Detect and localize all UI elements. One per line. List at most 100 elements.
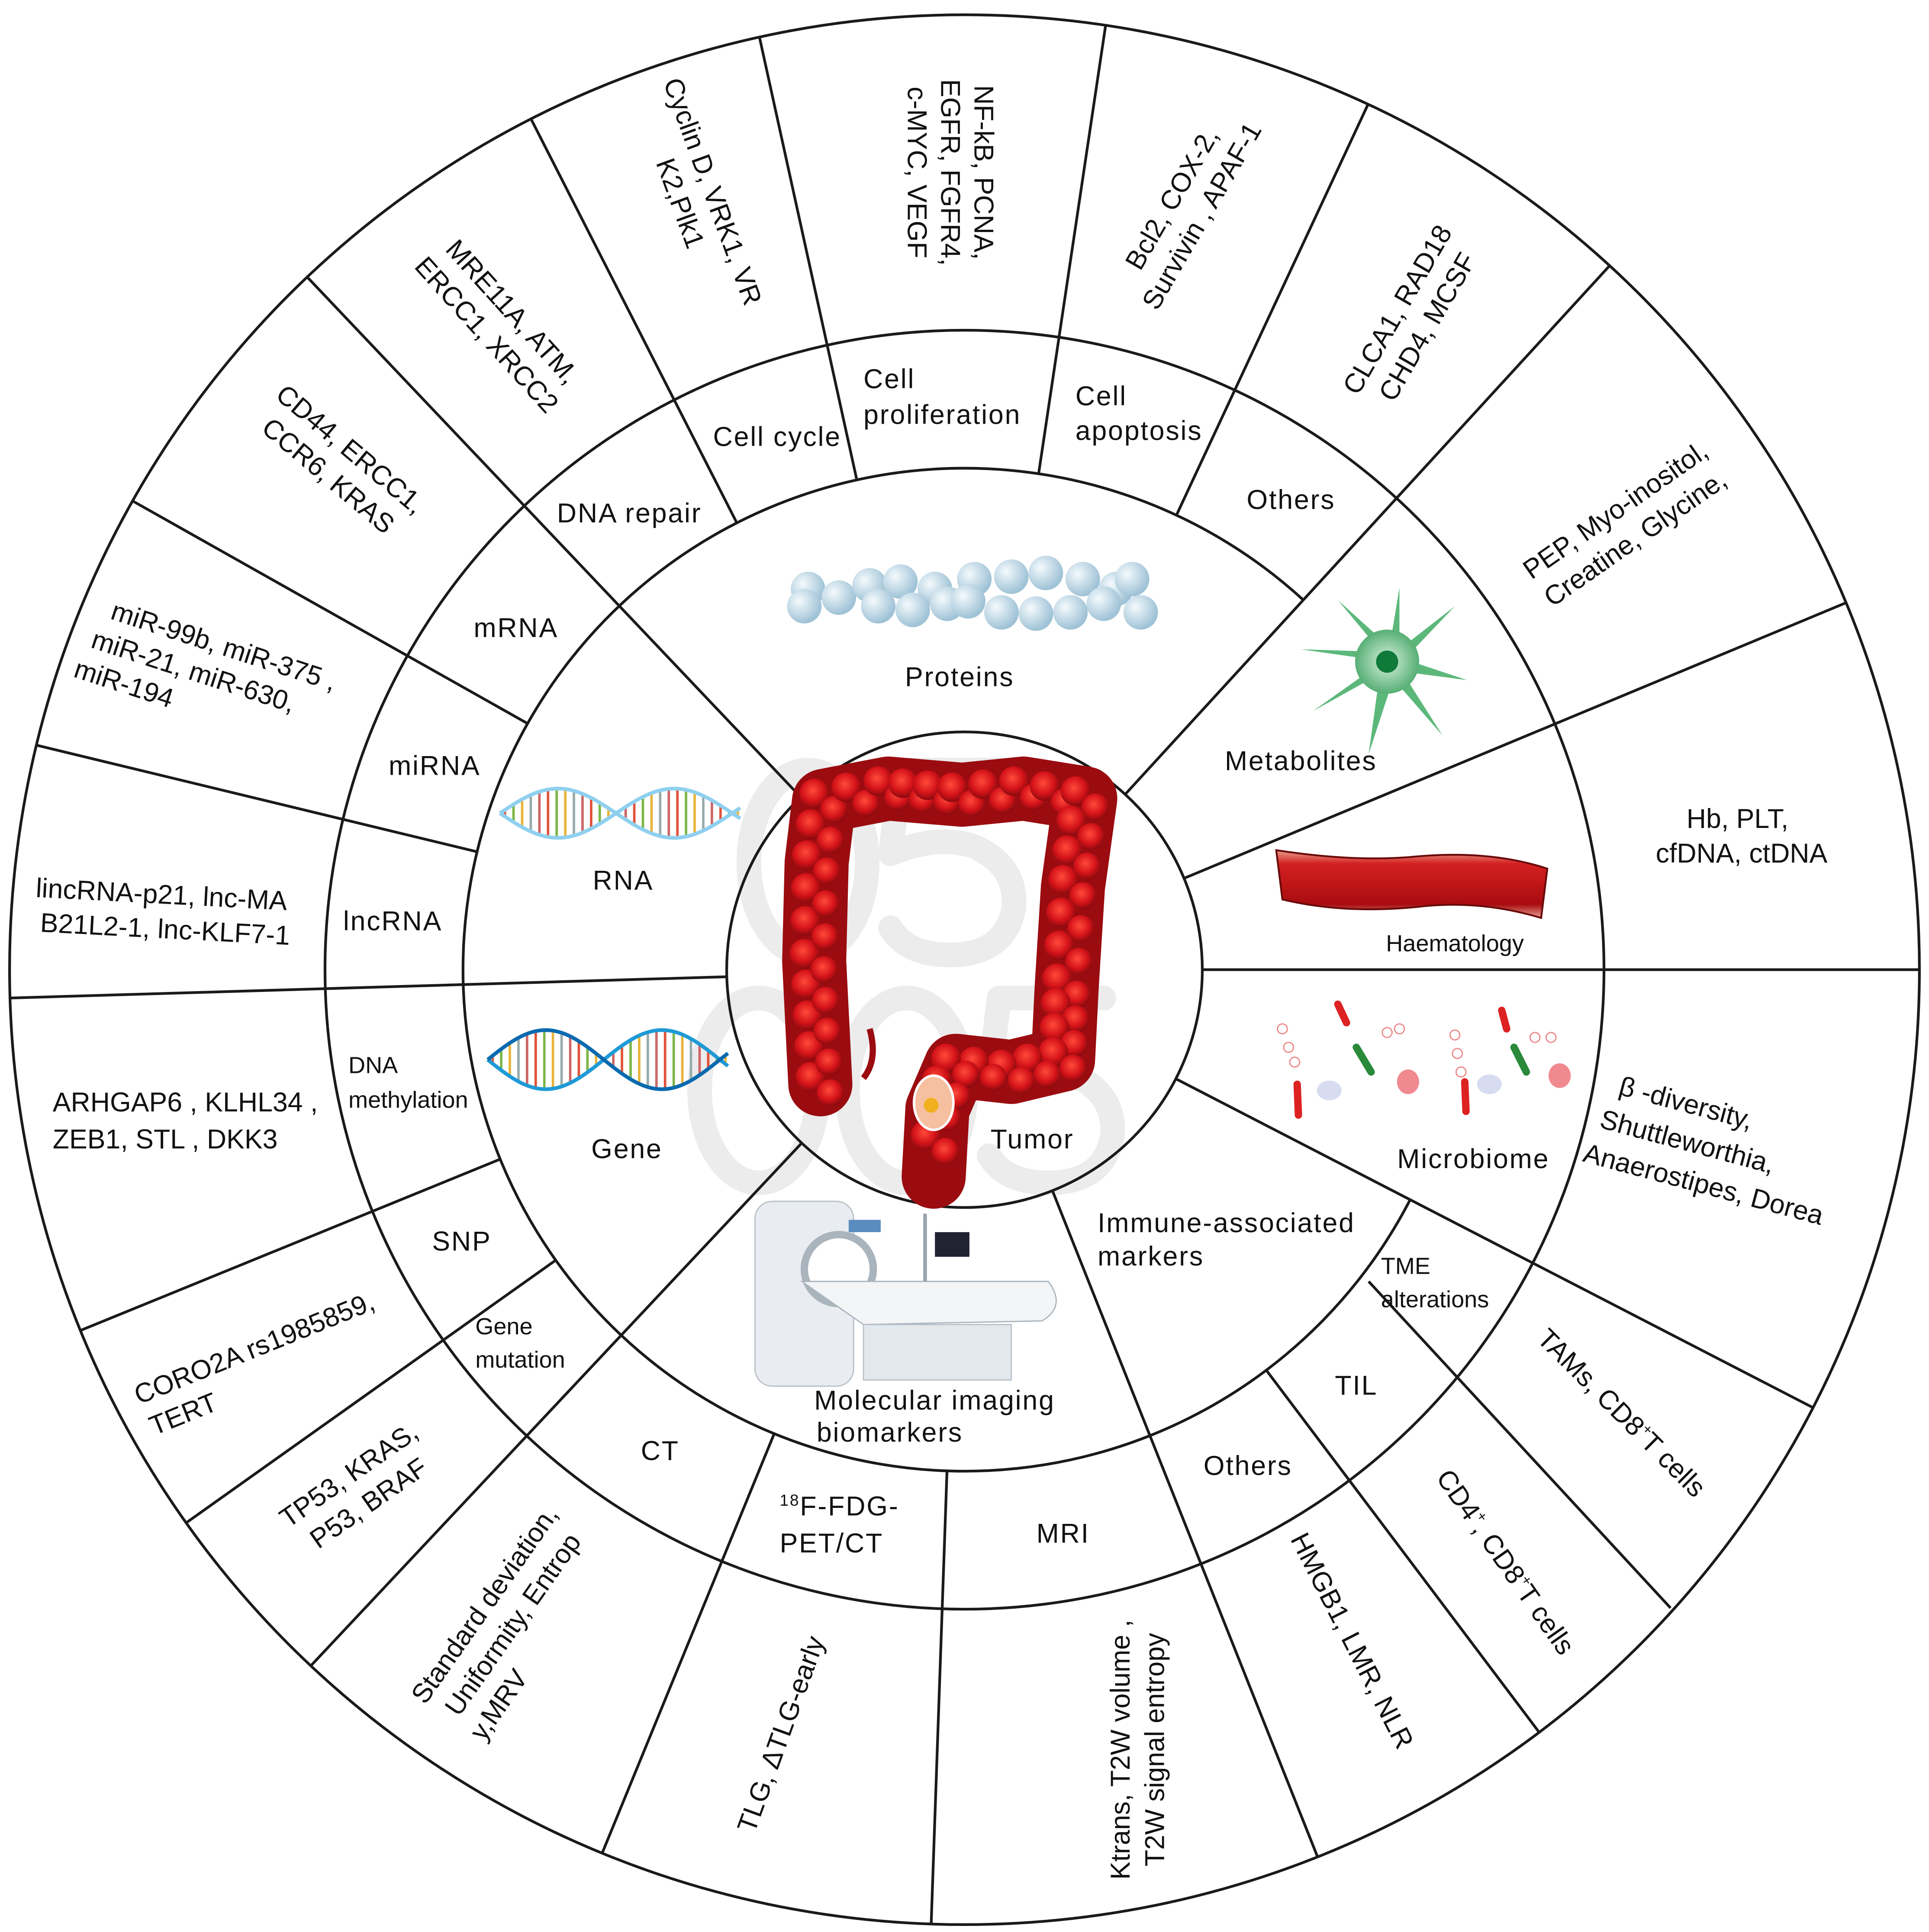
markers-lncrna: lincRNA-p21, lnc-MAB21L2-1, lnc-KLF7-1 <box>33 873 293 951</box>
helix-strand <box>486 1028 729 1091</box>
colon-haustrum <box>799 779 829 808</box>
sub-dna-repair: DNA repair <box>557 498 702 528</box>
colon-haustrum <box>912 770 943 800</box>
markers-mirna: miR-99b, miR-375 ,miR-21, miR-630,miR-19… <box>71 590 340 760</box>
sub-immune-others: Others <box>1204 1451 1292 1481</box>
svg-text:TAMs, CD8+T cells: TAMs, CD8+T cells <box>1531 1323 1711 1503</box>
svg-text:Ktrans, T2W volume ,T2W signal: Ktrans, T2W volume ,T2W signal entropy <box>1105 1620 1170 1880</box>
sub-mirna: miRNA <box>389 751 481 781</box>
wheel-grid-lines <box>8 13 1921 1926</box>
colon-haustrum <box>811 923 839 950</box>
svg-text:Standard deviation,Uniformity,: Standard deviation,Uniformity, Entropy,M… <box>405 1500 620 1748</box>
colon-haustrum <box>1042 963 1072 993</box>
markers-gene-mutation: TP53, KRAS,P53, BRAF <box>274 1416 443 1562</box>
sub-snp: SNP <box>432 1227 491 1257</box>
ct-scanner-icon <box>754 1201 1057 1387</box>
center-tumor-label: Tumor <box>991 1124 1074 1154</box>
bacterium <box>1498 1006 1510 1033</box>
sector-divider <box>10 975 727 1000</box>
markers-metabolites: PEP, Myo-inositol,Creatine, Glycine, <box>1517 435 1732 613</box>
protein-ball <box>883 564 918 599</box>
bacterium <box>1334 1000 1350 1027</box>
sub-ct: CT <box>641 1436 679 1466</box>
markers-microbiome: β -diversity,Shuttleworthia,Anaerostipes… <box>1580 1066 1846 1231</box>
colon-haustrum <box>816 827 844 854</box>
microbe-dot <box>1382 1027 1393 1038</box>
helix-strand <box>486 1028 729 1091</box>
sector-divider <box>1175 103 1369 516</box>
colon-haustrum <box>789 939 819 969</box>
protein-ball <box>1028 555 1063 590</box>
svg-text:TP53, KRAS,P53, BRAF: TP53, KRAS,P53, BRAF <box>274 1416 443 1562</box>
svg-text:CD4+, CD8+T cells: CD4+, CD8+T cells <box>1430 1464 1581 1660</box>
colon-haustrum <box>980 1064 1007 1091</box>
colon-haustrum <box>1069 882 1097 910</box>
colon-haustrum <box>820 796 848 823</box>
markers-mrna: CD44, ERCC1,CCR6, KRAS <box>256 379 431 540</box>
colon-haustrum <box>1033 1061 1061 1088</box>
colon-haustrum <box>812 890 840 918</box>
colon-haustrum <box>792 840 822 870</box>
svg-text:lincRNA-p21, lnc-MAB21L2-1, l: lincRNA-p21, lnc-MAB21L2-1, lnc-KLF7-1 <box>33 873 293 951</box>
protein-ball <box>984 595 1019 630</box>
protein-ball <box>1086 586 1121 621</box>
tumor-mass <box>924 1098 939 1113</box>
protein-ball <box>861 589 896 624</box>
colon-haustrum <box>852 789 880 817</box>
sub-protein-others: Others <box>1246 485 1335 515</box>
markers-ct: Standard deviation,Uniformity, Entropy,M… <box>405 1500 620 1748</box>
sector-divider <box>1124 264 1611 795</box>
microbe-dot <box>1277 1023 1288 1035</box>
protein-ball <box>1018 596 1053 631</box>
svg-text:MRE11A, ATM,ERCC1, XRCC2: MRE11A, ATM,ERCC1, XRCC2 <box>409 228 590 419</box>
protein-ball <box>1123 595 1158 630</box>
sub-lncrna: lncRNA <box>343 906 442 936</box>
protein-ball <box>951 584 985 619</box>
svg-text:miR-99b, miR-375 ,miR-21, miR: miR-99b, miR-375 ,miR-21, miR-630,miR-19… <box>71 590 340 760</box>
markers-pet: TLG, ΔTLG-early <box>731 1632 831 1836</box>
protein-ball <box>1065 562 1100 596</box>
bacterium <box>1353 1043 1375 1076</box>
svg-text:CORO2A rs1985859,TERT: CORO2A rs1985859,TERT <box>130 1286 392 1443</box>
colon-haustrum <box>831 773 861 802</box>
markers-cell-cycle: Cyclin D, VRK1, VRK2,Plk1 <box>650 74 768 309</box>
category-gene: Gene <box>591 1134 663 1164</box>
sector-divider <box>601 1433 776 1854</box>
markers-haematology: Hb, PLT,cfDNA, ctDNA <box>1656 804 1828 869</box>
sector-divider <box>1051 1190 1319 1858</box>
protein-molecules-icon <box>787 555 1158 631</box>
colon-haustrum <box>1040 1013 1069 1043</box>
colon-haustrum <box>810 956 838 983</box>
sector-divider <box>309 1142 803 1667</box>
category-metabolites: Metabolites <box>1225 746 1377 776</box>
microbe-cell <box>1477 1074 1502 1095</box>
microbe-dot <box>1283 1042 1295 1053</box>
microbe-dot <box>1452 1048 1463 1059</box>
colon-haustrum <box>968 769 998 799</box>
category-rna: RNA <box>593 865 654 895</box>
markers-cell-apoptosis: Bcl2, COX-2,Survivin , APAF-1 <box>1119 117 1268 315</box>
colon-haustrum <box>952 1061 979 1088</box>
bacterium <box>1461 1078 1470 1115</box>
sector-divider <box>185 1259 557 1524</box>
protein-ball <box>1053 595 1088 630</box>
svg-text:β -diversity,Shuttleworthia,An: β -diversity,Shuttleworthia,Anaerostipes… <box>1580 1066 1846 1231</box>
colon-haustrum <box>1008 1067 1035 1095</box>
colon-haustrum <box>888 768 918 798</box>
colon-haustrum <box>1041 988 1071 1018</box>
colon-haustrum <box>1067 915 1095 942</box>
markers-dna-repair: MRE11A, ATM,ERCC1, XRCC2 <box>409 228 590 419</box>
colon-haustrum <box>795 809 825 839</box>
sub-cell-cycle: Cell cycle <box>713 422 841 452</box>
markers-protein-others: CLCA1, RAD18CHD4, MCSF <box>1337 220 1482 406</box>
markers-cell-proliferation: NF-kB, PCNA,EGFR, FGFR4,c-MYC, VEGF <box>902 79 999 266</box>
svg-text:TLG, ΔTLG-early: TLG, ΔTLG-early <box>731 1632 831 1836</box>
sub-til: TIL <box>1335 1371 1378 1401</box>
colon-haustrum <box>1077 823 1105 850</box>
